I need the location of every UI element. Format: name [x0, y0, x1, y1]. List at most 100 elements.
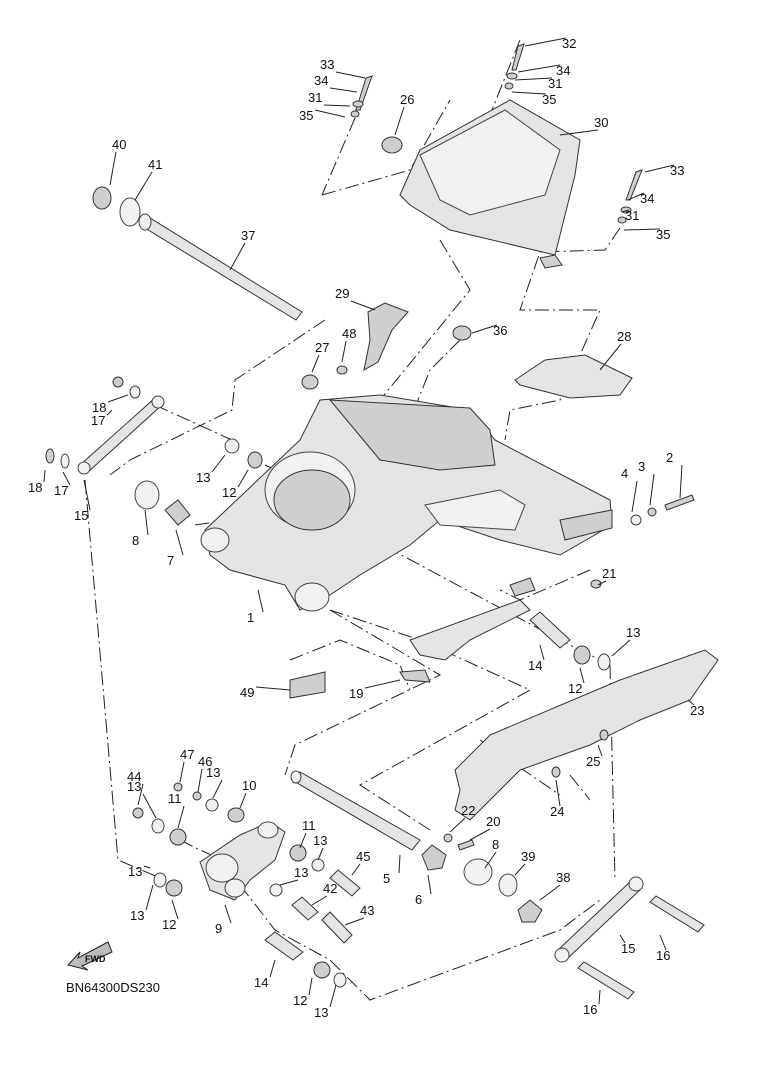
callout-leader [539, 884, 561, 901]
callout-leader [627, 192, 645, 201]
callout-label: 13 [206, 765, 220, 780]
callout-leader [279, 879, 299, 886]
bolt-part-20 [457, 839, 475, 851]
guard-part-28 [514, 354, 633, 399]
callout-leader [597, 580, 607, 586]
nut-part-18-a [112, 376, 124, 388]
screw-part-22 [443, 833, 453, 843]
pivot-shaft-part-37 [138, 213, 303, 321]
nut-part-27 [301, 374, 319, 390]
washer-part-3 [647, 507, 657, 517]
callout-leader [649, 473, 655, 506]
callout-leader [145, 884, 154, 911]
callout-label: 13 [196, 470, 210, 485]
seal-part-13-d [205, 798, 219, 812]
callout-label: 21 [602, 566, 616, 581]
callout-leader [484, 851, 497, 869]
callout-label: 45 [356, 849, 370, 864]
callout-label: 29 [335, 286, 349, 301]
callout-label: 43 [360, 903, 374, 918]
callout-label: 12 [162, 917, 176, 932]
callout-leader [329, 87, 358, 93]
cap-part-46 [192, 791, 202, 801]
callout-leader [427, 874, 432, 895]
rod-part-15-end-b [628, 876, 644, 892]
callout-leader [398, 854, 401, 874]
callout-label: 7 [167, 553, 174, 568]
callout-leader [611, 639, 631, 657]
callout-label: 17 [91, 413, 105, 428]
callout-label: 46 [198, 754, 212, 769]
callout-leader [351, 863, 361, 876]
callout-label: 14 [254, 975, 268, 990]
callout-label: 18 [28, 480, 42, 495]
callout-labels: 1234567889101111121212121313131313131313… [28, 36, 704, 1020]
callout-leader [177, 805, 185, 829]
bearing-part-12-b [573, 645, 591, 665]
callout-leader [469, 828, 491, 841]
clamp-part-26 [381, 136, 403, 154]
callout-label: 20 [486, 814, 500, 829]
seal-part-13-e [311, 858, 325, 872]
callout-label: 34 [314, 73, 328, 88]
callout-leader [659, 934, 667, 951]
bolt-set-left [350, 75, 373, 118]
label-part-49 [289, 671, 326, 699]
callout-leader [229, 242, 246, 271]
callout-label: 31 [308, 90, 322, 105]
callout-leader [631, 480, 638, 513]
callout-leader [599, 343, 622, 371]
callout-leader [311, 354, 320, 373]
callout-label: 49 [240, 685, 254, 700]
callout-label: 16 [656, 948, 670, 963]
callout-leader [299, 832, 307, 849]
svg-text:FWD: FWD [85, 954, 106, 964]
callout-leader [211, 454, 226, 473]
callout-label: 36 [493, 323, 507, 338]
callout-label: 41 [148, 157, 162, 172]
washer-part-17-b [60, 453, 70, 469]
callout-label: 12 [222, 485, 236, 500]
callout-label: 44 [127, 769, 141, 784]
callout-leader [143, 865, 151, 869]
callout-label: 32 [562, 36, 576, 51]
callout-label: 47 [180, 747, 194, 762]
callout-label: 13 [130, 908, 144, 923]
left-bolt-part-15 [77, 395, 165, 475]
callout-leader [579, 667, 585, 684]
callout-leader [314, 109, 346, 118]
callout-leader [224, 904, 232, 924]
collar-part-8-left [134, 480, 160, 510]
callout-label: 24 [550, 804, 564, 819]
callout-label: 15 [621, 941, 635, 956]
bearing-part-10 [227, 807, 245, 823]
callout-label: 13 [294, 865, 308, 880]
washer-part-39 [498, 873, 518, 897]
bearing-part-12-a [247, 451, 263, 469]
callout-label: 42 [323, 881, 337, 896]
callout-leader [269, 959, 276, 978]
callout-label: 3 [638, 459, 645, 474]
callout-label: 5 [383, 871, 390, 886]
callout-leader [179, 761, 185, 783]
shaft-part-5-end [290, 770, 302, 784]
callout-leader [212, 779, 223, 799]
callout-label: 30 [594, 115, 608, 130]
callout-leader [62, 471, 71, 486]
rod-part-15-end-a [554, 947, 570, 963]
callout-label: 11 [302, 818, 316, 833]
bearing-part-11-b [289, 844, 307, 862]
callout-leader [511, 91, 547, 95]
seal-part-13-a [224, 438, 240, 454]
washer-part-4 [630, 514, 642, 526]
callout-leader [255, 686, 291, 691]
relay-arm-part-9 [199, 821, 286, 901]
callout-label: 13 [128, 864, 142, 879]
callout-leader [239, 792, 247, 809]
callout-leader [237, 469, 249, 488]
callout-leader [323, 104, 351, 107]
callout-label: 22 [461, 803, 475, 818]
callout-leader [171, 899, 179, 920]
seal-part-13-g [153, 872, 167, 888]
callout-label: 33 [320, 57, 334, 72]
